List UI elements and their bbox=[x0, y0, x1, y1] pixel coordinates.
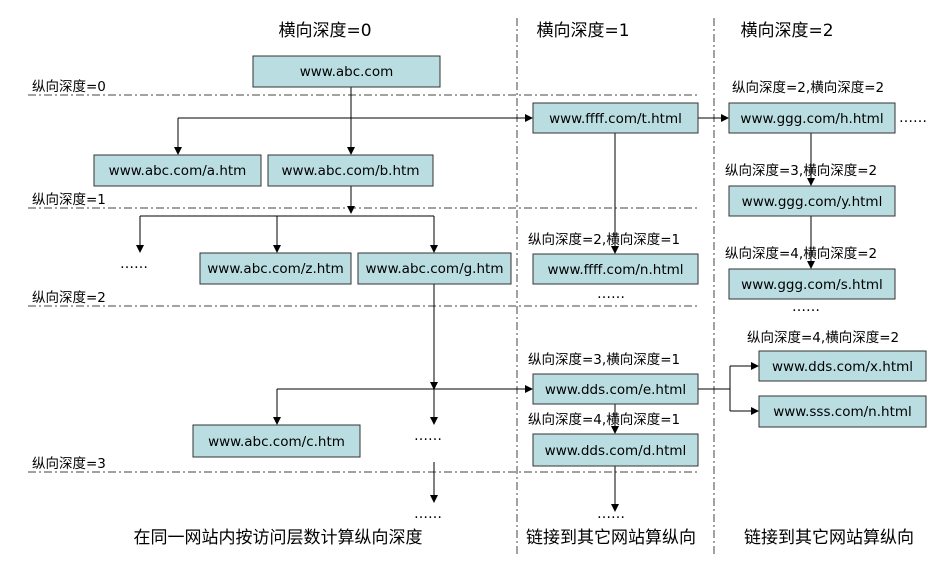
caption-column-0: 在同一网站内按访问层数计算纵向深度 bbox=[134, 528, 423, 548]
svg-text:www.dds.com/x.html: www.dds.com/x.html bbox=[772, 359, 913, 375]
annotation-ggg-s: 纵向深度=4,横向深度=2 bbox=[725, 246, 877, 262]
svg-text:www.abc.com/c.htm: www.abc.com/c.htm bbox=[208, 434, 345, 450]
row-label-depth-1: 纵向深度=1 bbox=[32, 192, 106, 208]
caption-column-2: 链接到其它网站算纵向 bbox=[744, 528, 914, 548]
node-dds-e: www.dds.com/e.html bbox=[532, 373, 699, 405]
node-abc: www.abc.com bbox=[252, 55, 441, 88]
node-dds-x: www.dds.com/x.html bbox=[758, 350, 927, 382]
row-label-depth-3: 纵向深度=3 bbox=[32, 456, 106, 472]
svg-text:www.abc.com/a.htm: www.abc.com/a.htm bbox=[109, 163, 247, 179]
svg-text:www.ffff.com/n.html: www.ffff.com/n.html bbox=[547, 262, 683, 278]
svg-text:www.abc.com/g.htm: www.abc.com/g.htm bbox=[366, 261, 504, 277]
caption-column-1: 链接到其它网站算纵向 bbox=[526, 528, 696, 548]
annotation-ggg-y: 纵向深度=3,横向深度=2 bbox=[725, 163, 877, 179]
annotation-dds-x: 纵向深度=4,横向深度=2 bbox=[747, 330, 899, 346]
node-ggg-y: www.ggg.com/y.html bbox=[728, 185, 896, 217]
node-ffff-t: www.ffff.com/t.html bbox=[532, 102, 699, 134]
node-abc-z: www.abc.com/z.htm bbox=[199, 252, 352, 285]
annotation-ggg-h: 纵向深度=2,横向深度=2 bbox=[732, 80, 884, 96]
ellipsis-depth2-left: …… bbox=[120, 256, 148, 272]
svg-text:www.abc.com/z.htm: www.abc.com/z.htm bbox=[207, 261, 344, 277]
row-label-depth-0: 纵向深度=0 bbox=[32, 79, 106, 95]
svg-text:www.dds.com/e.html: www.dds.com/e.html bbox=[545, 382, 686, 398]
annotation-ffff-n: 纵向深度=2,横向深度=1 bbox=[528, 232, 680, 248]
ellipsis-dds-d: …… bbox=[597, 506, 625, 522]
node-ffff-n: www.ffff.com/n.html bbox=[532, 253, 699, 285]
ellipsis-ggg-h: …… bbox=[899, 110, 927, 126]
node-abc-b: www.abc.com/b.htm bbox=[267, 154, 434, 187]
svg-text:www.ggg.com/h.html: www.ggg.com/h.html bbox=[740, 111, 883, 127]
node-ggg-s: www.ggg.com/s.html bbox=[728, 268, 896, 300]
svg-text:www.abc.com/b.htm: www.abc.com/b.htm bbox=[282, 163, 420, 179]
ellipsis-g-bottom: …… bbox=[414, 506, 442, 522]
svg-text:www.dds.com/d.html: www.dds.com/d.html bbox=[545, 443, 687, 459]
node-abc-g: www.abc.com/g.htm bbox=[357, 252, 512, 285]
edges bbox=[136, 87, 815, 512]
row-label-depth-2: 纵向深度=2 bbox=[32, 290, 106, 306]
node-abc-c: www.abc.com/c.htm bbox=[192, 424, 361, 458]
node-dds-d: www.dds.com/d.html bbox=[532, 433, 699, 467]
svg-text:www.ffff.com/t.html: www.ffff.com/t.html bbox=[549, 111, 682, 127]
svg-text:www.sss.com/n.html: www.sss.com/n.html bbox=[773, 404, 912, 420]
svg-text:www.abc.com: www.abc.com bbox=[300, 64, 394, 80]
ellipsis-ggg-s: …… bbox=[792, 299, 820, 315]
header-horizontal-depth-1: 横向深度=1 bbox=[536, 21, 629, 41]
node-sss-n: www.sss.com/n.html bbox=[758, 395, 927, 428]
annotation-dds-d: 纵向深度=4,横向深度=1 bbox=[528, 412, 680, 428]
annotation-dds-e: 纵向深度=3,横向深度=1 bbox=[528, 352, 680, 368]
svg-text:www.ggg.com/s.html: www.ggg.com/s.html bbox=[741, 277, 883, 293]
node-abc-a: www.abc.com/a.htm bbox=[93, 154, 262, 187]
svg-text:www.ggg.com/y.html: www.ggg.com/y.html bbox=[742, 194, 883, 210]
ellipsis-ffff-n: …… bbox=[597, 286, 625, 302]
header-horizontal-depth-2: 横向深度=2 bbox=[740, 21, 833, 41]
header-horizontal-depth-0: 横向深度=0 bbox=[278, 21, 371, 41]
node-ggg-h: www.ggg.com/h.html bbox=[728, 102, 896, 134]
ellipsis-g-branch: …… bbox=[414, 428, 442, 444]
